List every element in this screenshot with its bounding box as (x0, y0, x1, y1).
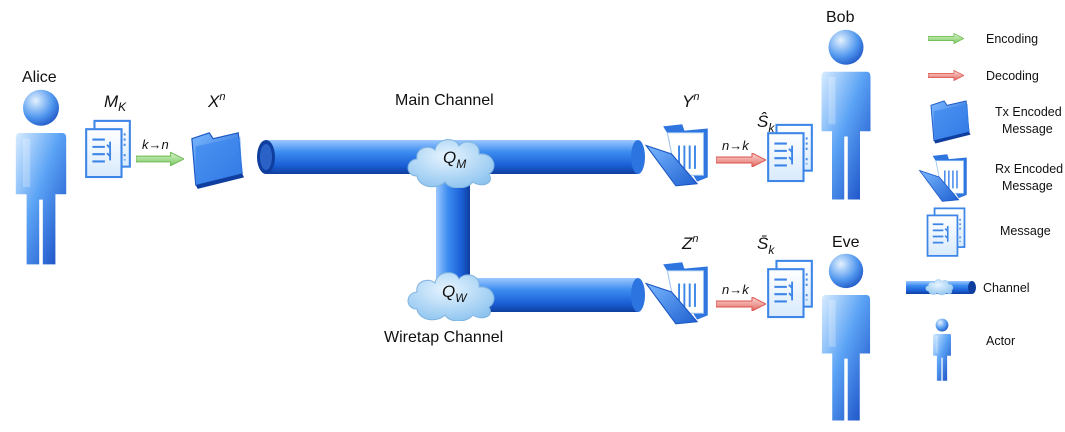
encode-arrow-icon (136, 152, 184, 166)
main-channel-label: Main Channel (395, 92, 494, 109)
q-m-label: QM (443, 148, 466, 171)
eve-decode-arrow-icon (716, 297, 766, 311)
legend-actor-icon (933, 318, 951, 381)
s-hat-label: Ŝk (757, 112, 775, 135)
z-n-label: Zn (681, 233, 699, 253)
legend-channel-icon (906, 279, 976, 296)
wiretap-channel-cloud: QW (407, 272, 495, 321)
encode-arrow-label: k→n (142, 137, 169, 152)
legend: Encoding Decoding Tx Encoded Message Rx … (906, 32, 1063, 381)
bob-message-icon (767, 123, 813, 183)
legend-tx-label-2: Message (1002, 122, 1053, 136)
alice-actor-icon (15, 89, 67, 265)
bob-actor-icon (821, 29, 871, 200)
main-channel-cloud: QM (407, 139, 495, 188)
legend-message-icon (926, 207, 966, 257)
legend-actor-label: Actor (986, 334, 1015, 348)
legend-message-label: Message (1000, 224, 1051, 238)
legend-encoding-label: Encoding (986, 32, 1038, 46)
bob-rx-folder-icon (645, 123, 709, 187)
legend-encoding-arrow-icon (928, 33, 964, 44)
legend-rx-label-2: Message (1002, 179, 1053, 193)
eve-decode-label: n→k (722, 282, 750, 297)
legend-rx-label-1: Rx Encoded (995, 162, 1063, 176)
legend-tx-label-1: Tx Encoded (995, 105, 1062, 119)
bob-decode-label: n→k (722, 138, 750, 153)
eve-label: Eve (832, 234, 860, 251)
bob-label: Bob (826, 9, 855, 26)
wiretap-channel-label: Wiretap Channel (384, 329, 503, 346)
legend-decoding-arrow-icon (928, 70, 964, 81)
wiretap-branch-pipe (436, 170, 470, 282)
tx-encoded-folder-icon (191, 132, 245, 190)
legend-rx-folder-icon (918, 153, 968, 203)
legend-tx-folder-icon (930, 100, 972, 144)
legend-decoding-label: Decoding (986, 69, 1039, 83)
legend-channel-label: Channel (983, 281, 1030, 295)
wiretap-channel-pipe (470, 278, 645, 312)
y-n-label: Yn (682, 91, 699, 111)
eve-rx-folder-icon (645, 261, 709, 325)
alice-message-icon (85, 119, 131, 179)
message-in-label: MK (104, 92, 127, 114)
eve-message-icon (767, 259, 813, 319)
alice-label: Alice (22, 69, 57, 86)
bob-decode-arrow-icon (716, 153, 766, 167)
s-bar-label: S̄k (757, 234, 775, 257)
q-w-label: QW (442, 282, 468, 305)
eve-actor-icon (821, 253, 871, 421)
x-n-label: Xn (207, 91, 225, 111)
